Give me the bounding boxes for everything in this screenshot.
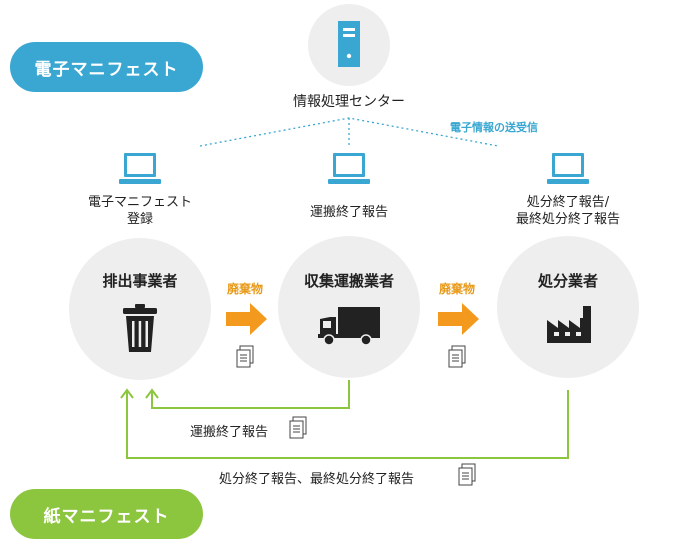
factory-icon [547,306,591,343]
terminal-label-line: 電子マニフェスト [87,195,192,210]
terminal-label-line: 最終処分終了報告 [515,212,620,227]
truck-icon [318,307,380,346]
server-label: 情報処理センター [293,94,405,110]
actor-name-discharger: 排出事業者 [102,272,178,290]
document-icon [236,345,254,368]
paper-flow-label-disposal: 処分終了報告、最終処分終了報告 [219,472,415,487]
paper-flow-label-transport: 運搬終了報告 [190,425,269,440]
laptop-icon [119,153,161,184]
server-icon [338,21,360,67]
paper-flow-line-disposal [126,390,569,459]
document-icon [458,463,476,486]
document-icon [289,416,307,439]
terminal-label-transporter: 運搬終了報告 [269,204,429,221]
laptop-icon [328,153,370,184]
paper-manifest-badge: 紙マニフェスト [10,489,203,539]
terminal-label-line: 処分終了報告/ [526,195,610,210]
trash-can-icon [123,304,157,352]
terminal-label-discharger: 電子マニフェスト 登録 [60,194,220,228]
paper-flow-line-transport [151,380,350,409]
arrow-right-icon [226,303,267,335]
transfer-label: 廃棄物 [226,282,263,296]
laptop-icon [547,153,589,184]
arrowhead-up-icon [145,388,159,399]
actor-circle-disposer [497,236,639,378]
electronic-manifest-badge: 電子マニフェスト [10,42,203,92]
actor-name-disposer: 処分業者 [537,272,598,290]
transfer-label: 廃棄物 [438,282,475,296]
terminal-label-line: 登録 [126,212,153,227]
document-icon [448,345,466,368]
arrowhead-up-icon [120,388,134,399]
arrow-right-icon [438,303,479,335]
terminal-label-line: 運搬終了報告 [309,205,388,220]
actor-name-transporter: 収集運搬業者 [303,272,394,290]
terminal-label-disposer: 処分終了報告/ 最終処分終了報告 [488,194,648,228]
network-label: 電子情報の送受信 [450,121,538,134]
